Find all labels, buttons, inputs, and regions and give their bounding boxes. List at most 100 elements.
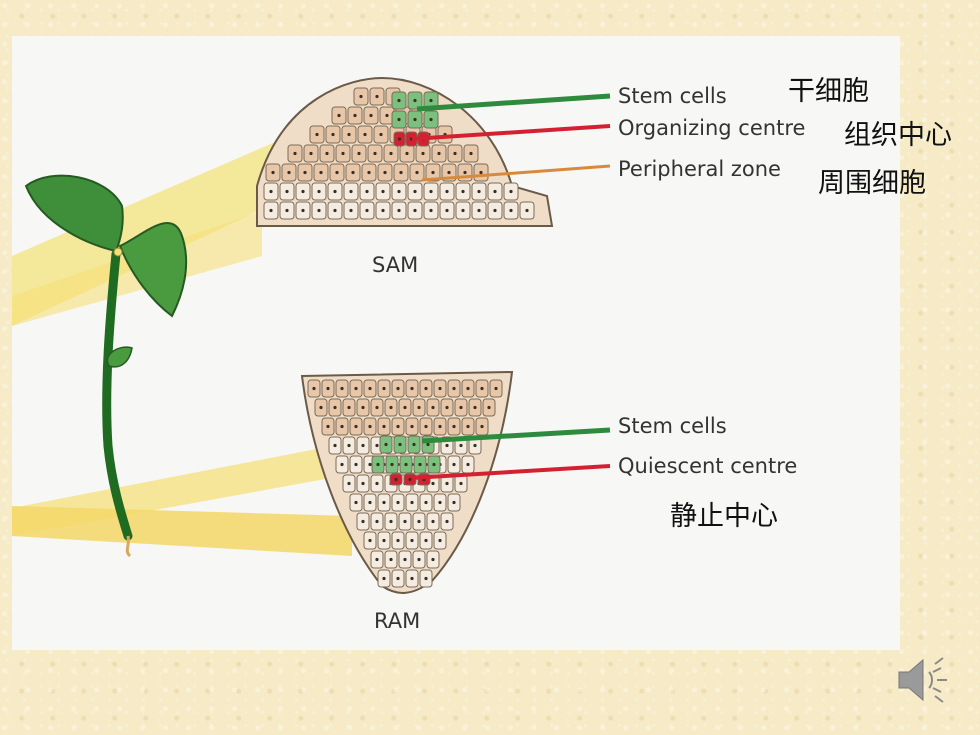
cell-nucleus (429, 208, 433, 213)
cell-nucleus (463, 170, 467, 175)
cell-nucleus (312, 386, 316, 391)
cell-nucleus (424, 538, 428, 543)
cell-nucleus (396, 386, 400, 391)
cell-nucleus (367, 170, 371, 175)
leader-sam-stem-cells (416, 93, 611, 112)
cell-nucleus (365, 189, 369, 194)
label-ram-stem-cells: Stem cells (618, 414, 727, 438)
cell-nucleus (347, 443, 351, 448)
cell-nucleus (424, 500, 428, 505)
ram-cell-grid (307, 379, 503, 588)
cell-nucleus (389, 557, 393, 562)
cell-nucleus (479, 170, 483, 175)
cell-nucleus (396, 424, 400, 429)
cell-nucleus (285, 189, 289, 194)
cell-nucleus (337, 113, 341, 118)
cell-nucleus (368, 538, 372, 543)
cell-nucleus (466, 462, 470, 467)
cell-nucleus (445, 443, 449, 448)
cell-nucleus (453, 151, 457, 156)
cell-nucleus (431, 519, 435, 524)
cell-nucleus (413, 117, 417, 122)
cell-nucleus (382, 576, 386, 581)
cell-nucleus (417, 405, 421, 410)
cell-nucleus (452, 462, 456, 467)
cell-nucleus (396, 576, 400, 581)
cell-nucleus (381, 208, 385, 213)
zh-quiescent-centre: 静止中心 (670, 501, 778, 532)
cell-nucleus (417, 519, 421, 524)
cell-nucleus (509, 208, 513, 213)
cell-nucleus (354, 500, 358, 505)
cell-nucleus (415, 170, 419, 175)
cell-nucleus (452, 500, 456, 505)
cell-nucleus (375, 405, 379, 410)
cell-nucleus (331, 132, 335, 137)
speaker-icon[interactable] (893, 650, 953, 710)
label-ram-quiescent-centre: Quiescent centre (618, 454, 797, 478)
cell-nucleus (365, 208, 369, 213)
cell-nucleus (447, 170, 451, 175)
cell-nucleus (469, 151, 473, 156)
cell-nucleus (438, 424, 442, 429)
cell-nucleus (354, 424, 358, 429)
label-sam-peripheral-zone: Peripheral zone (618, 157, 781, 181)
meristem-diagram: Stem cells Organizing centre Peripheral … (12, 76, 805, 633)
cell-nucleus (431, 557, 435, 562)
cell-nucleus (340, 424, 344, 429)
cell-nucleus (405, 151, 409, 156)
cell-nucleus (319, 405, 323, 410)
cell-nucleus (461, 208, 465, 213)
cell-nucleus (399, 170, 403, 175)
cell-nucleus (375, 94, 379, 99)
cell-nucleus (404, 462, 408, 467)
cell-nucleus (269, 208, 273, 213)
cell-nucleus (361, 519, 365, 524)
caption-sam: SAM (372, 253, 418, 277)
cell-nucleus (333, 208, 337, 213)
ram-stem-cells (371, 435, 441, 474)
shoot-apex-dot (113, 247, 123, 257)
cell-nucleus (301, 208, 305, 213)
sam-stem-cells (391, 91, 439, 129)
cell-nucleus (271, 170, 275, 175)
zh-stem-cells: 干细胞 (788, 76, 869, 107)
cell-nucleus (341, 151, 345, 156)
cell-nucleus (413, 98, 417, 103)
cell-nucleus (438, 500, 442, 505)
cell-nucleus (287, 170, 291, 175)
cell-nucleus (466, 386, 470, 391)
cell-nucleus (368, 500, 372, 505)
cell-nucleus (309, 151, 313, 156)
cell-nucleus (477, 208, 481, 213)
cell-nucleus (361, 481, 365, 486)
cell-nucleus (429, 117, 433, 122)
cell-nucleus (452, 386, 456, 391)
cell-nucleus (431, 170, 435, 175)
cell-nucleus (417, 557, 421, 562)
cell-nucleus (424, 424, 428, 429)
cell-nucleus (403, 557, 407, 562)
cell-nucleus (445, 189, 449, 194)
cell-nucleus (396, 538, 400, 543)
cell-nucleus (445, 519, 449, 524)
cell-nucleus (410, 538, 414, 543)
cell-nucleus (426, 442, 430, 447)
cell-nucleus (509, 189, 513, 194)
cell-nucleus (413, 189, 417, 194)
cell-nucleus (333, 189, 337, 194)
cell-nucleus (410, 424, 414, 429)
cell-nucleus (421, 151, 425, 156)
cell-nucleus (445, 481, 449, 486)
leader-sam-organizing-centre (411, 124, 611, 141)
label-sam-organizing-centre: Organizing centre (618, 116, 805, 140)
cell-nucleus (349, 208, 353, 213)
cell-nucleus (408, 477, 412, 482)
cell-nucleus (431, 481, 435, 486)
cell-nucleus (363, 132, 367, 137)
cell-nucleus (397, 137, 402, 141)
cell-nucleus (459, 481, 463, 486)
zh-organizing-centre: 组织中心 (844, 120, 952, 151)
cell-nucleus (413, 208, 417, 213)
cell-nucleus (493, 208, 497, 213)
